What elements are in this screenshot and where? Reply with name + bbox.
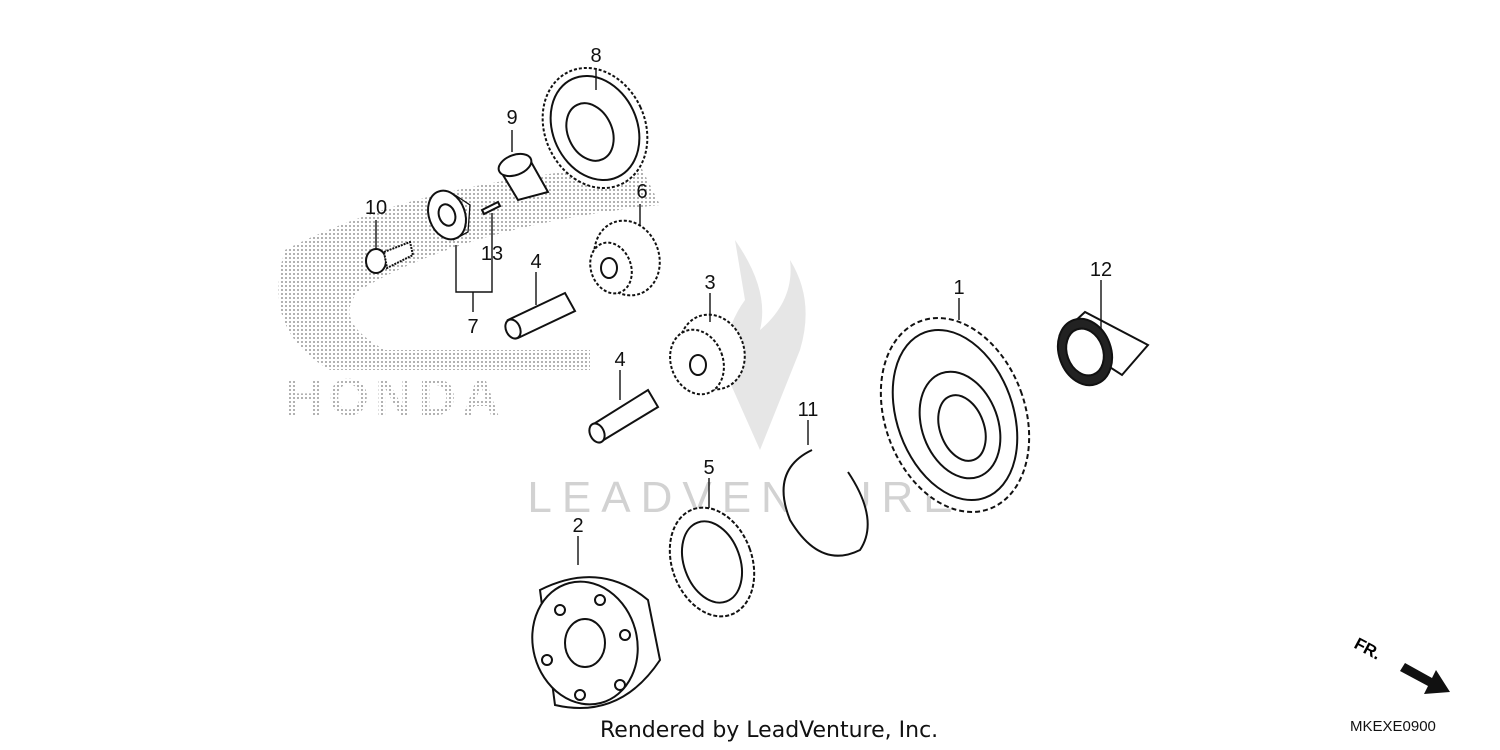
leader-lines: [375, 68, 1102, 565]
callout-6[interactable]: 6: [636, 181, 647, 203]
callout-8[interactable]: 8: [590, 45, 601, 67]
part-13-pin: [480, 200, 502, 216]
part-6-gear: [589, 219, 661, 297]
honda-logo-text: HONDA: [285, 369, 506, 427]
credit-text: Rendered by LeadVenture, Inc.: [600, 718, 939, 743]
diagram-code: MKEXE0900: [1350, 718, 1436, 735]
arrow-right-down-icon: [1400, 663, 1450, 694]
honda-logo: HONDA: [278, 165, 660, 427]
part-8-gear: [541, 66, 649, 190]
part-5-clutch: [668, 506, 756, 618]
part-11-snap-ring: [782, 449, 869, 557]
callout-3[interactable]: 3: [704, 272, 715, 294]
callout-13[interactable]: 13: [481, 243, 503, 265]
leadventure-watermark: LEADVENTURE: [527, 240, 962, 522]
part-4-shaft-upper: [504, 291, 577, 340]
watermark-text: LEADVENTURE: [527, 473, 962, 522]
part-12-bearing: [1056, 310, 1150, 387]
callout-11[interactable]: 11: [798, 399, 819, 421]
callout-5[interactable]: 5: [703, 457, 714, 479]
part-3-gear: [669, 313, 746, 396]
part-7-collar: [427, 189, 471, 241]
callout-4-lower[interactable]: 4: [614, 349, 625, 371]
part-1-gear: [879, 317, 1031, 513]
callout-2[interactable]: 2: [572, 515, 583, 537]
part-9-bushing: [497, 152, 550, 202]
callout-10[interactable]: 10: [365, 197, 387, 219]
part-10-bolt: [365, 240, 415, 274]
callout-1[interactable]: 1: [953, 277, 964, 299]
callouts: 8 9 10 6 13 7 4 3 4 1 12 11 5 2: [365, 45, 1112, 537]
callout-9[interactable]: 9: [506, 107, 517, 129]
callout-4-upper[interactable]: 4: [530, 251, 541, 273]
callout-12[interactable]: 12: [1090, 259, 1112, 281]
callout-7[interactable]: 7: [467, 316, 478, 338]
part-2-clutch-outer: [531, 576, 662, 709]
part-4-shaft-lower: [588, 388, 660, 444]
